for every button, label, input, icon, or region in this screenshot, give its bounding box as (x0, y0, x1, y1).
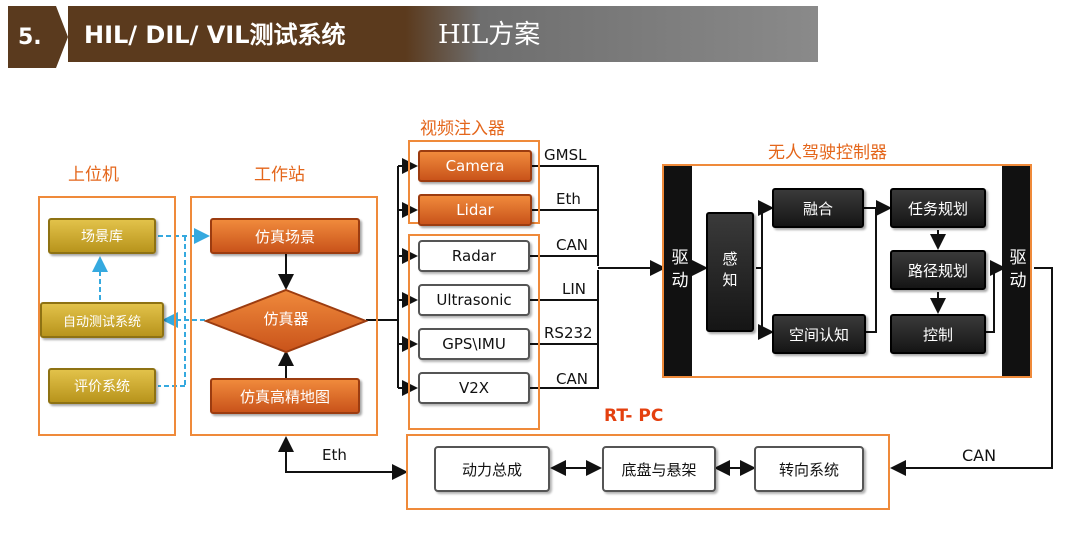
link-label-can: CAN (962, 446, 997, 465)
wire-label-lin: LIN (562, 280, 587, 298)
auto-test-system-box: 自动测试系统 (40, 302, 164, 338)
drive-right: 驱动 (1002, 166, 1030, 376)
wire-label-eth: Eth (556, 190, 581, 208)
sensor-camera: Camera (418, 150, 532, 182)
wire-label-rs232: RS232 (544, 324, 593, 342)
page-subtitle: HIL方案 (438, 20, 541, 50)
label-host: 上位机 (68, 165, 119, 185)
page-title: HIL/ DIL/ VIL测试系统 (84, 21, 346, 49)
workstation-frame (190, 196, 378, 436)
perception-box: 感知 (706, 212, 754, 332)
sensor-v2x: V2X (418, 372, 530, 404)
chassis-suspension-box: 底盘与悬架 (602, 446, 716, 492)
powertrain-box: 动力总成 (434, 446, 550, 492)
sensor-ultrasonic: Ultrasonic (418, 284, 530, 316)
fusion-box: 融合 (772, 188, 864, 228)
simulator-label: 仿真器 (263, 310, 309, 328)
scene-library-box: 场景库 (48, 218, 156, 254)
label-workstation: 工作站 (254, 165, 305, 185)
spatial-cognition-box: 空间认知 (772, 314, 866, 354)
link-label-eth: Eth (322, 446, 347, 464)
hd-map-box: 仿真高精地图 (210, 378, 360, 414)
host-frame (38, 196, 176, 436)
sensor-frame (408, 234, 540, 430)
label-controller: 无人驾驶控制器 (768, 143, 887, 163)
task-planning-box: 任务规划 (890, 188, 986, 228)
label-video-injector: 视频注入器 (420, 119, 505, 139)
rtpc-frame (406, 434, 890, 510)
header-bar (68, 6, 818, 62)
wire-label-can-radar: CAN (556, 236, 588, 254)
drive-left: 驱动 (664, 166, 692, 376)
steering-system-box: 转向系统 (754, 446, 864, 492)
wire-label-can-v2x: CAN (556, 370, 588, 388)
sensor-lidar: Lidar (418, 194, 532, 226)
wire-label-gmsl: GMSL (544, 146, 587, 164)
sensor-radar: Radar (418, 240, 530, 272)
evaluation-system-box: 评价系统 (48, 368, 156, 404)
sim-scene-box: 仿真场景 (210, 218, 360, 254)
simulator-diamond (204, 288, 368, 354)
path-planning-box: 路径规划 (890, 250, 986, 290)
control-box: 控制 (890, 314, 986, 354)
controller-frame (662, 164, 1032, 378)
section-number: 5. (8, 6, 68, 68)
label-rtpc: RT- PC (604, 406, 664, 426)
sensor-gps-imu: GPS\IMU (418, 328, 530, 360)
